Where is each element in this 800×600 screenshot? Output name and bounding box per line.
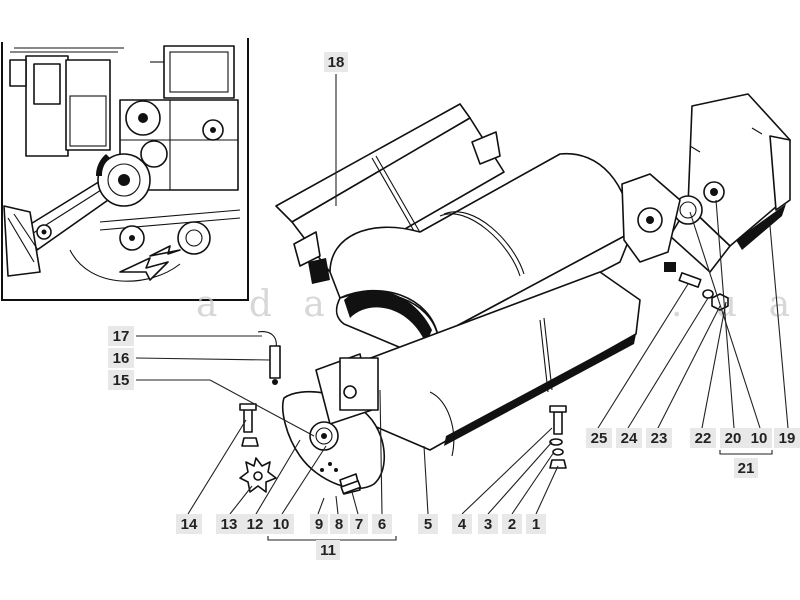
callout-25: 25 xyxy=(586,283,689,448)
callout-12: 12 xyxy=(242,439,301,534)
callout-10-left-text: 10 xyxy=(273,516,290,533)
callout-19-text: 19 xyxy=(779,430,796,447)
callout-11: 11 xyxy=(267,536,397,560)
callout-13-text: 13 xyxy=(221,516,238,533)
callout-10-right-text: 10 xyxy=(751,430,768,447)
callout-22: 22 xyxy=(690,301,727,448)
callout-3: 3 xyxy=(478,441,553,534)
combine-threshing-drum xyxy=(95,153,151,207)
callout-2-text: 2 xyxy=(508,516,516,533)
callout-23: 23 xyxy=(646,305,721,448)
callout-12-text: 12 xyxy=(247,516,264,533)
callout-24: 24 xyxy=(616,297,709,448)
sensor-part xyxy=(257,331,281,385)
callout-14: 14 xyxy=(176,419,247,534)
callout-8-text: 8 xyxy=(335,516,343,533)
callout-10-left: 10 xyxy=(268,445,327,534)
end-plate-assembly xyxy=(282,353,385,495)
callout-3-text: 3 xyxy=(484,516,492,533)
upper-cover-part xyxy=(275,103,505,284)
bolt-part-4 xyxy=(549,405,567,469)
callout-16-text: 16 xyxy=(113,350,130,367)
bolt-part-14 xyxy=(239,403,259,447)
combine-inset xyxy=(1,38,249,301)
callout-25-text: 25 xyxy=(591,430,608,447)
combine-bunker xyxy=(150,45,235,99)
callout-17-text: 17 xyxy=(113,328,130,345)
callout-8: 8 xyxy=(330,495,348,534)
bolt-part-7 xyxy=(340,480,362,495)
callout-21-text: 21 xyxy=(738,460,755,477)
callout-1-text: 1 xyxy=(532,516,540,533)
callout-7-text: 7 xyxy=(355,516,363,533)
callout-16: 16 xyxy=(108,348,271,368)
callout-4: 4 xyxy=(452,427,553,534)
callout-4-text: 4 xyxy=(458,516,467,533)
callout-6-text: 6 xyxy=(378,516,386,533)
callout-20-text: 20 xyxy=(725,430,742,447)
callout-24-text: 24 xyxy=(621,430,638,447)
callout-1: 1 xyxy=(526,465,559,534)
callout-6: 6 xyxy=(372,389,392,534)
callout-17: 17 xyxy=(108,326,262,346)
callout-5: 5 xyxy=(418,445,438,534)
callout-18: 18 xyxy=(324,52,348,206)
side-housing-part xyxy=(621,93,791,273)
callout-layer: 18 17 16 15 14 13 xyxy=(108,52,800,560)
callout-5-text: 5 xyxy=(424,516,432,533)
callout-14-text: 14 xyxy=(181,516,198,533)
callout-15-text: 15 xyxy=(113,372,130,389)
callout-10-right: 10 xyxy=(689,211,772,448)
callout-23-text: 23 xyxy=(651,430,668,447)
callout-13: 13 xyxy=(216,485,253,534)
combine-cab xyxy=(9,47,124,157)
callout-20: 20 xyxy=(715,199,746,448)
callout-19: 19 xyxy=(769,225,800,448)
combine-lower-assembly xyxy=(69,209,241,282)
combine-body xyxy=(119,99,239,191)
callout-21: 21 xyxy=(719,450,773,478)
sprocket-part xyxy=(239,457,277,493)
callout-9-text: 9 xyxy=(315,516,323,533)
callout-9: 9 xyxy=(310,497,328,534)
callout-2: 2 xyxy=(502,451,555,534)
callout-22-text: 22 xyxy=(695,430,712,447)
callout-18-text: 18 xyxy=(328,54,345,71)
callout-11-text: 11 xyxy=(320,542,336,559)
callout-7: 7 xyxy=(350,491,368,534)
callout-15: 15 xyxy=(108,370,315,437)
